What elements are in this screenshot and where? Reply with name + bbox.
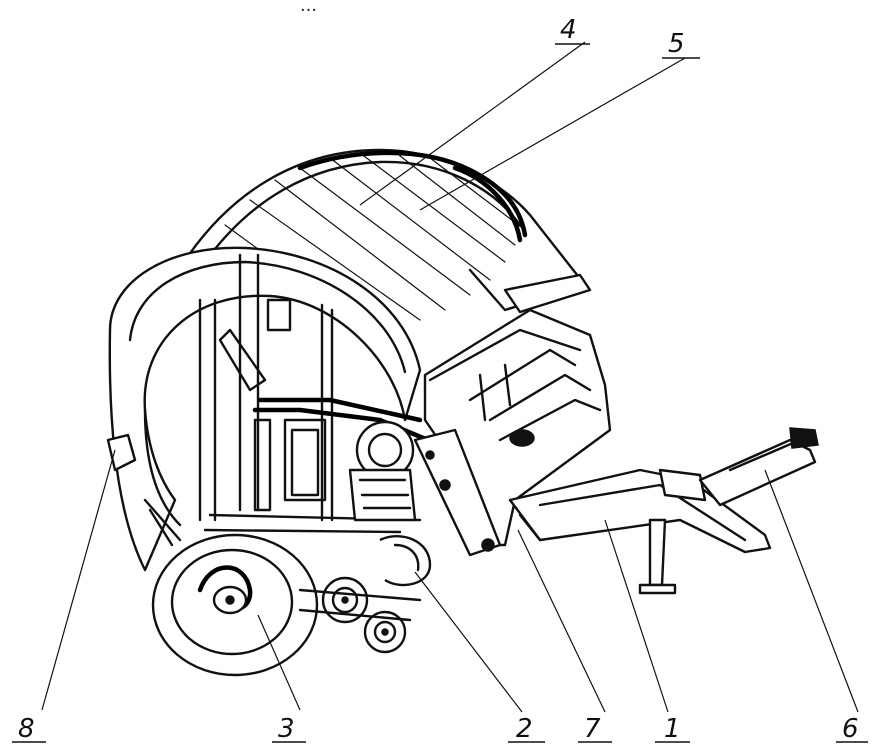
side-lever-arm: [413, 428, 502, 557]
callout-2: 2: [508, 714, 545, 744]
svg-text:4: 4: [560, 15, 577, 45]
top-caption-fragment: …: [300, 0, 317, 16]
svg-text:6: 6: [842, 714, 859, 744]
drive-gearbox: [348, 420, 432, 587]
inner-frame: [198, 253, 503, 534]
callout-6: 6: [836, 714, 868, 744]
callout-5: 5: [662, 29, 700, 59]
svg-text:2: 2: [516, 714, 533, 744]
svg-text:3: 3: [278, 714, 295, 744]
svg-text:8: 8: [18, 714, 35, 744]
svg-text:1: 1: [664, 714, 681, 744]
callout-8: 8: [12, 714, 46, 744]
pickup-wheels: [298, 576, 422, 654]
drawbar-hitch: [508, 427, 819, 595]
svg-text:5: 5: [668, 29, 685, 59]
callout-4: 4: [555, 15, 590, 45]
ground-wheel: [151, 533, 319, 677]
leader-lines: [41, 41, 859, 713]
callout-7: 7: [578, 714, 612, 744]
front-side-ring: [108, 246, 422, 572]
callout-1: 1: [655, 714, 690, 744]
callout-3: 3: [272, 714, 306, 744]
svg-text:7: 7: [584, 714, 601, 744]
